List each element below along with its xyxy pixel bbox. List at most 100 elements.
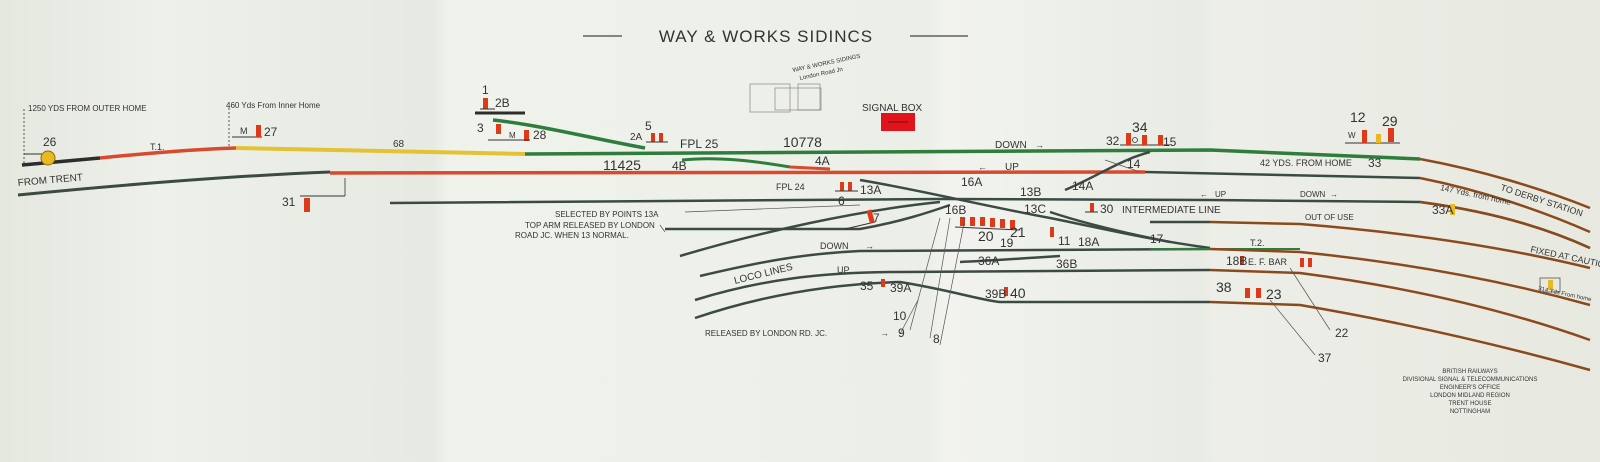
signal-40 <box>1004 287 1008 296</box>
track-from-trent <box>17 170 331 197</box>
num-13a: 13A <box>860 183 881 197</box>
signal-12-29: W <box>1345 128 1400 144</box>
credit-line-1: BRITISH RAILWAYS <box>1442 369 1497 375</box>
num-36b: 36B <box>1056 257 1077 271</box>
num-15: 15 <box>1163 135 1177 149</box>
signal-7-arm-icon <box>866 209 875 224</box>
signal-27: M <box>228 108 262 146</box>
num-37: 37 <box>1318 351 1332 365</box>
svg-text:←: ← <box>1200 190 1208 199</box>
track-down-main-green <box>524 148 1421 161</box>
track-crossover-14a <box>1064 150 1151 192</box>
label-track-11425: 11425 <box>603 157 641 173</box>
signal-3-28: M <box>488 124 530 141</box>
num-27: 27 <box>264 125 278 139</box>
label-yds-42: 42 YDS. FROM HOME <box>1260 158 1352 168</box>
label-yds-1250: 1250 YDS FROM OUTER HOME <box>28 104 147 113</box>
num-23: 23 <box>1266 286 1282 302</box>
num-40: 40 <box>1010 285 1026 301</box>
num-16a: 16A <box>961 175 982 189</box>
signal-35 <box>881 279 885 287</box>
credit-line-3: ENGINEER'S OFFICE <box>1440 385 1500 391</box>
signal-18b <box>1240 256 1312 267</box>
label-t1: T.1. <box>150 142 165 152</box>
label-down-main: DOWN <box>995 140 1027 151</box>
track-down-main-red <box>99 146 237 160</box>
label-fpl-24: FPL 24 <box>776 182 805 192</box>
track-right-2 <box>1209 247 1591 307</box>
num-30: 30 <box>1100 202 1114 216</box>
track-right-1 <box>1209 220 1591 270</box>
label-up-main: UP <box>1005 162 1019 173</box>
signal-33a <box>1450 204 1455 215</box>
track-loco-2 <box>694 280 1210 320</box>
signal-5 <box>646 133 668 143</box>
label-track-68: 68 <box>393 139 405 150</box>
num-10: 10 <box>893 309 907 323</box>
svg-text:→: → <box>880 328 889 338</box>
track-crossover-18 <box>1049 210 1171 244</box>
label-selected-note-2: TOP ARM RELEASED BY LONDON <box>525 221 655 230</box>
label-t2: T.2. <box>1250 238 1265 248</box>
num-26: 26 <box>43 135 57 149</box>
svg-text:W: W <box>1348 131 1356 140</box>
num-32: 32 <box>1106 134 1120 148</box>
signal-30 <box>1085 203 1098 213</box>
num-2b: 2B <box>495 96 510 110</box>
label-up-goods: UP <box>837 265 850 275</box>
label-track-10778: 10778 <box>783 134 822 150</box>
num-4b: 4B <box>672 159 687 173</box>
label-selected-note-3: ROAD JC. WHEN 13 NORMAL. <box>515 231 629 240</box>
track-crossover-4b <box>681 157 791 169</box>
num-39a: 39A <box>890 281 911 295</box>
track-goods-down <box>699 247 1211 278</box>
label-out-of-use: OUT OF USE <box>1305 213 1354 222</box>
num-14: 14 <box>1127 157 1141 171</box>
num-21: 21 <box>1010 224 1026 240</box>
num-2a: 2A <box>630 132 643 143</box>
signal-1-arm-icon <box>483 98 488 109</box>
label-ef-bar: E. F. BAR <box>1248 257 1288 267</box>
num-33a: 33A <box>1432 203 1453 217</box>
num-35: 35 <box>860 279 874 293</box>
track-branch-2b <box>492 118 646 150</box>
num-29: 29 <box>1382 113 1398 129</box>
svg-text:→: → <box>1330 190 1338 199</box>
signal-box: SIGNAL BOX <box>862 103 923 131</box>
lever-numbers: 26 27 1 2B 3 28 31 5 2A 4B 4A 6 13A 7 16… <box>43 83 1453 365</box>
signal-34 <box>1120 133 1170 146</box>
label-fpl-25: FPL 25 <box>680 137 719 151</box>
signal-group-20 <box>954 217 1021 231</box>
label-int-up: UP <box>1215 190 1226 199</box>
num-20: 20 <box>978 228 994 244</box>
num-12: 12 <box>1350 109 1366 125</box>
num-31: 31 <box>282 195 296 209</box>
track-right-3 <box>1209 268 1591 342</box>
credit-block: BRITISH RAILWAYS DIVISIONAL SIGNAL & TEL… <box>1403 369 1538 415</box>
label-from-trent: FROM TRENT <box>17 172 83 189</box>
credit-line-4: LONDON MIDLAND REGION <box>1430 393 1510 399</box>
svg-text:M: M <box>240 126 248 136</box>
svg-text:→: → <box>865 241 874 251</box>
track-loco-1 <box>694 268 1211 302</box>
num-9: 9 <box>898 326 905 340</box>
credit-line-6: NOTTINGHAM <box>1450 409 1490 415</box>
svg-text:→: → <box>1035 140 1044 150</box>
track-down-main-yellow <box>235 146 526 156</box>
signal-1 <box>480 98 495 110</box>
signal-33a-distant-icon <box>1450 204 1455 215</box>
num-16b: 16B <box>945 203 966 217</box>
track-down-main-brown <box>1419 157 1591 210</box>
diagram-title: WAY & WORKS SIDINCS <box>659 27 873 46</box>
track-goods-1 <box>665 203 951 231</box>
signal-26 <box>23 108 56 166</box>
track-right-4 <box>1209 300 1591 372</box>
num-33: 33 <box>1368 156 1382 170</box>
signal-26-distant-icon <box>40 150 56 166</box>
track-up-main-dark <box>1144 170 1421 180</box>
signal-6 <box>835 182 858 192</box>
signal-38-23 <box>1245 288 1261 298</box>
num-13b: 13B <box>1020 185 1041 199</box>
